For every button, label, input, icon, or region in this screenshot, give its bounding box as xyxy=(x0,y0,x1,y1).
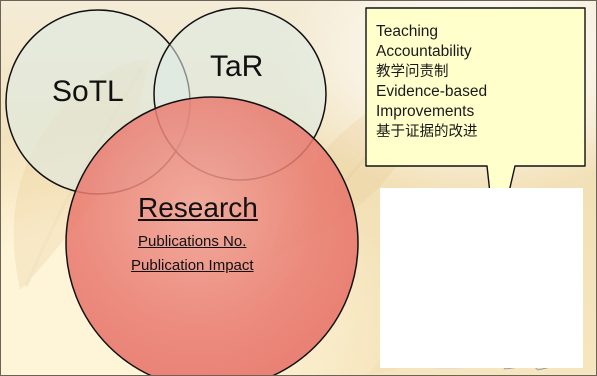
bubble-line-teaching: Teaching xyxy=(376,23,439,40)
bubble-line-improvements: Improvements xyxy=(376,103,475,120)
bubble-line-evidence-based: Evidence-based xyxy=(376,83,488,100)
bubble-line-accountability: Accountability xyxy=(376,43,472,60)
tar-label: TaR xyxy=(210,50,264,83)
speech-bubble-text: Teaching Accountability 教学问责制 Evidence-b… xyxy=(376,22,546,142)
research-detail-publication-impact: Publication Impact xyxy=(131,257,254,274)
research-circle xyxy=(65,96,359,376)
question-figure-panel xyxy=(380,188,583,368)
research-title: Research xyxy=(138,192,258,223)
sotl-label: SoTL xyxy=(52,75,124,108)
research-detail-publications-number: Publications No. xyxy=(138,233,247,250)
bubble-line-chinese-improvements: 基于证据的改进 xyxy=(376,124,478,140)
bubble-line-chinese-accountability: 教学问责制 xyxy=(376,64,449,80)
